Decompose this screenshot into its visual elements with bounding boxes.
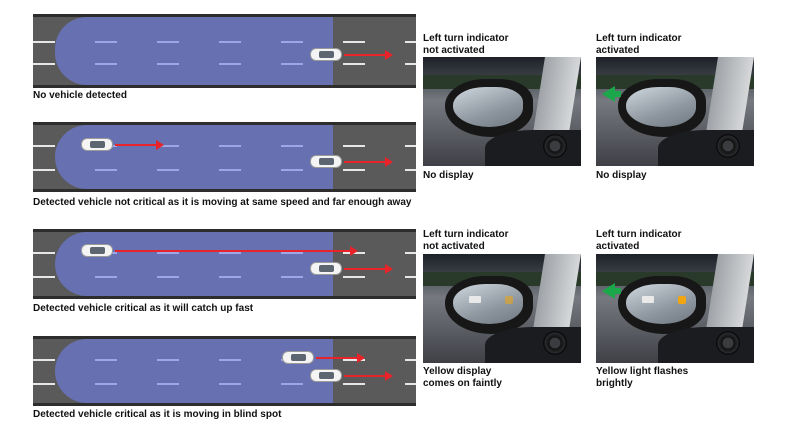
road-diagram xyxy=(33,14,416,88)
car-icon xyxy=(310,369,342,382)
car-icon xyxy=(81,138,113,151)
side-mirror-photo xyxy=(423,57,581,166)
scenario-caption: Detected vehicle critical as it will cat… xyxy=(33,303,254,314)
detection-zone xyxy=(55,125,333,189)
side-mirror-photo xyxy=(423,254,581,363)
road-diagram xyxy=(33,336,416,406)
arrow-icon xyxy=(316,353,365,363)
arrow-icon xyxy=(115,246,358,256)
road-diagram xyxy=(33,229,416,299)
detection-zone xyxy=(55,17,333,85)
car-icon xyxy=(310,155,342,168)
detection-zone xyxy=(55,339,333,403)
blind-spot-warning-icon xyxy=(678,296,686,304)
side-mirror-photo xyxy=(596,57,754,166)
panel-result: No display xyxy=(596,170,647,181)
panel-result: Yellow light flashes brightly xyxy=(596,366,689,389)
panel-heading: Left turn indicator activated xyxy=(596,33,682,56)
arrow-icon xyxy=(344,50,393,60)
car-icon xyxy=(310,48,342,61)
road-diagram xyxy=(33,122,416,192)
detection-zone xyxy=(55,232,333,296)
car-icon xyxy=(81,244,113,257)
panel-result: No display xyxy=(423,170,474,181)
scenario-caption: Detected vehicle critical as it is movin… xyxy=(33,409,282,420)
turn-signal-arrow-icon xyxy=(602,86,621,102)
scenario-caption: No vehicle detected xyxy=(33,90,127,101)
arrow-icon xyxy=(344,264,393,274)
panel-heading: Left turn indicator not activated xyxy=(423,33,509,56)
car-icon xyxy=(310,262,342,275)
panel-heading: Left turn indicator not activated xyxy=(423,229,509,252)
panel-result: Yellow display comes on faintly xyxy=(423,366,502,389)
panel-heading: Left turn indicator activated xyxy=(596,229,682,252)
arrow-icon xyxy=(344,157,393,167)
car-icon xyxy=(282,351,314,364)
blind-spot-warning-icon xyxy=(505,296,513,304)
side-mirror-photo xyxy=(596,254,754,363)
arrow-icon xyxy=(344,371,393,381)
turn-signal-arrow-icon xyxy=(602,283,621,299)
arrow-icon xyxy=(115,140,164,150)
scenario-caption: Detected vehicle not critical as it is m… xyxy=(33,197,412,208)
